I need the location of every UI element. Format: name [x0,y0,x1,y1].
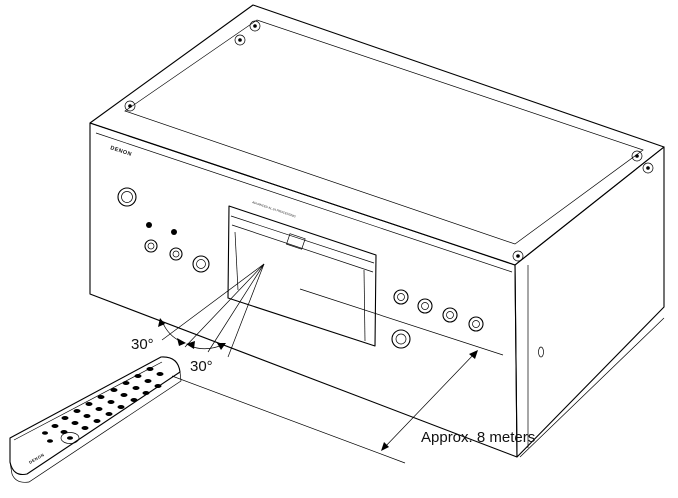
remote-button [47,439,53,443]
player-top-panel [89,4,665,266]
remote-button [71,421,79,425]
range-ray [207,263,265,353]
transport-button [397,293,405,301]
arrowhead-icon [177,338,186,346]
arrowhead-icon [381,442,389,451]
transport-button [442,307,458,323]
remote-nav-center [67,436,73,440]
screw-icon [631,150,643,162]
range-lines [158,263,504,464]
power-knob [117,187,137,207]
remote-button [107,400,115,404]
player-side-bottom-rim [519,317,665,458]
remote-button [42,431,48,435]
range-ray [161,263,265,341]
player-front-bezel [95,132,513,273]
transport-button [417,298,433,314]
distance-label: Approx. 8 meters [421,429,535,446]
remote-button [105,412,113,416]
disc-tray [227,205,377,347]
screw-icon [646,166,650,170]
arrowhead-icon [469,350,478,359]
indicator-led-icon [146,222,152,228]
player-top-lid [124,19,644,245]
remote-button [134,374,142,378]
remote-nav-pad [60,432,80,444]
remote-button [110,388,118,392]
remote-button [73,409,81,413]
arrowhead-icon [217,343,226,350]
remote-button [120,393,128,397]
angle-arc-left [161,320,183,343]
screw-icon [249,20,261,32]
remote-button [142,391,150,395]
cd-player: DENON ADVANCED AL 24 PROCESSING [89,4,665,458]
transport-button [446,311,454,319]
side-screw-icon [538,346,544,358]
volume-knob [192,255,210,273]
distance-arrow-shaft [382,351,477,450]
screw-icon [128,104,132,108]
remote-button [144,379,152,383]
remote-button [85,402,93,406]
remote-button [61,416,69,420]
arrowhead-icon [158,318,165,327]
screw-icon [253,24,257,28]
remote-button [132,386,140,390]
transport-button [421,302,429,310]
screw-icon [642,162,654,174]
angle-label-right: 30° [190,358,213,375]
front-button [144,239,158,253]
screw-icon [512,250,524,262]
remote-button [83,414,91,418]
remote-button [122,381,130,385]
range-ray [184,263,265,348]
top-screws [124,20,654,262]
remote-buttons [42,367,164,443]
jog-knob-inner [395,333,407,345]
arrowhead-icon [186,341,195,349]
remote-button [51,424,59,428]
volume-knob-inner [196,259,206,269]
extent-line-front [299,288,504,356]
remote-button [117,405,125,409]
transport-buttons [391,289,484,349]
remote-button [95,407,103,411]
remote-control: DENON [9,356,182,483]
remote-button [93,419,101,423]
screw-icon [516,254,520,258]
indicator-led-icon [171,229,177,235]
front-button [172,250,180,258]
range-ray [227,263,265,358]
remote-body [9,356,181,476]
screw-icon [238,38,242,42]
extent-line-remote [171,375,406,464]
remote-button [154,384,162,388]
front-button [147,242,155,250]
transport-button [468,316,484,332]
screw-icon [635,154,639,158]
remote-button [146,367,154,371]
transport-button [472,320,480,328]
angle-arc-right [189,344,223,350]
transport-button [393,289,409,305]
remote-button [60,430,68,434]
angle-label-left: 30° [131,336,154,353]
front-button [169,247,183,261]
screw-icon [234,34,246,46]
screw-icon [124,100,136,112]
remote-button [81,426,89,430]
remote-button [156,372,164,376]
player-side-panel [514,146,665,458]
remote-button [97,395,105,399]
remote-button [130,398,138,402]
remote-side-edge [9,371,182,483]
left-buttons [144,239,210,273]
display-window [286,233,306,250]
player-brand: DENON [109,145,132,158]
jog-knob [391,329,411,349]
